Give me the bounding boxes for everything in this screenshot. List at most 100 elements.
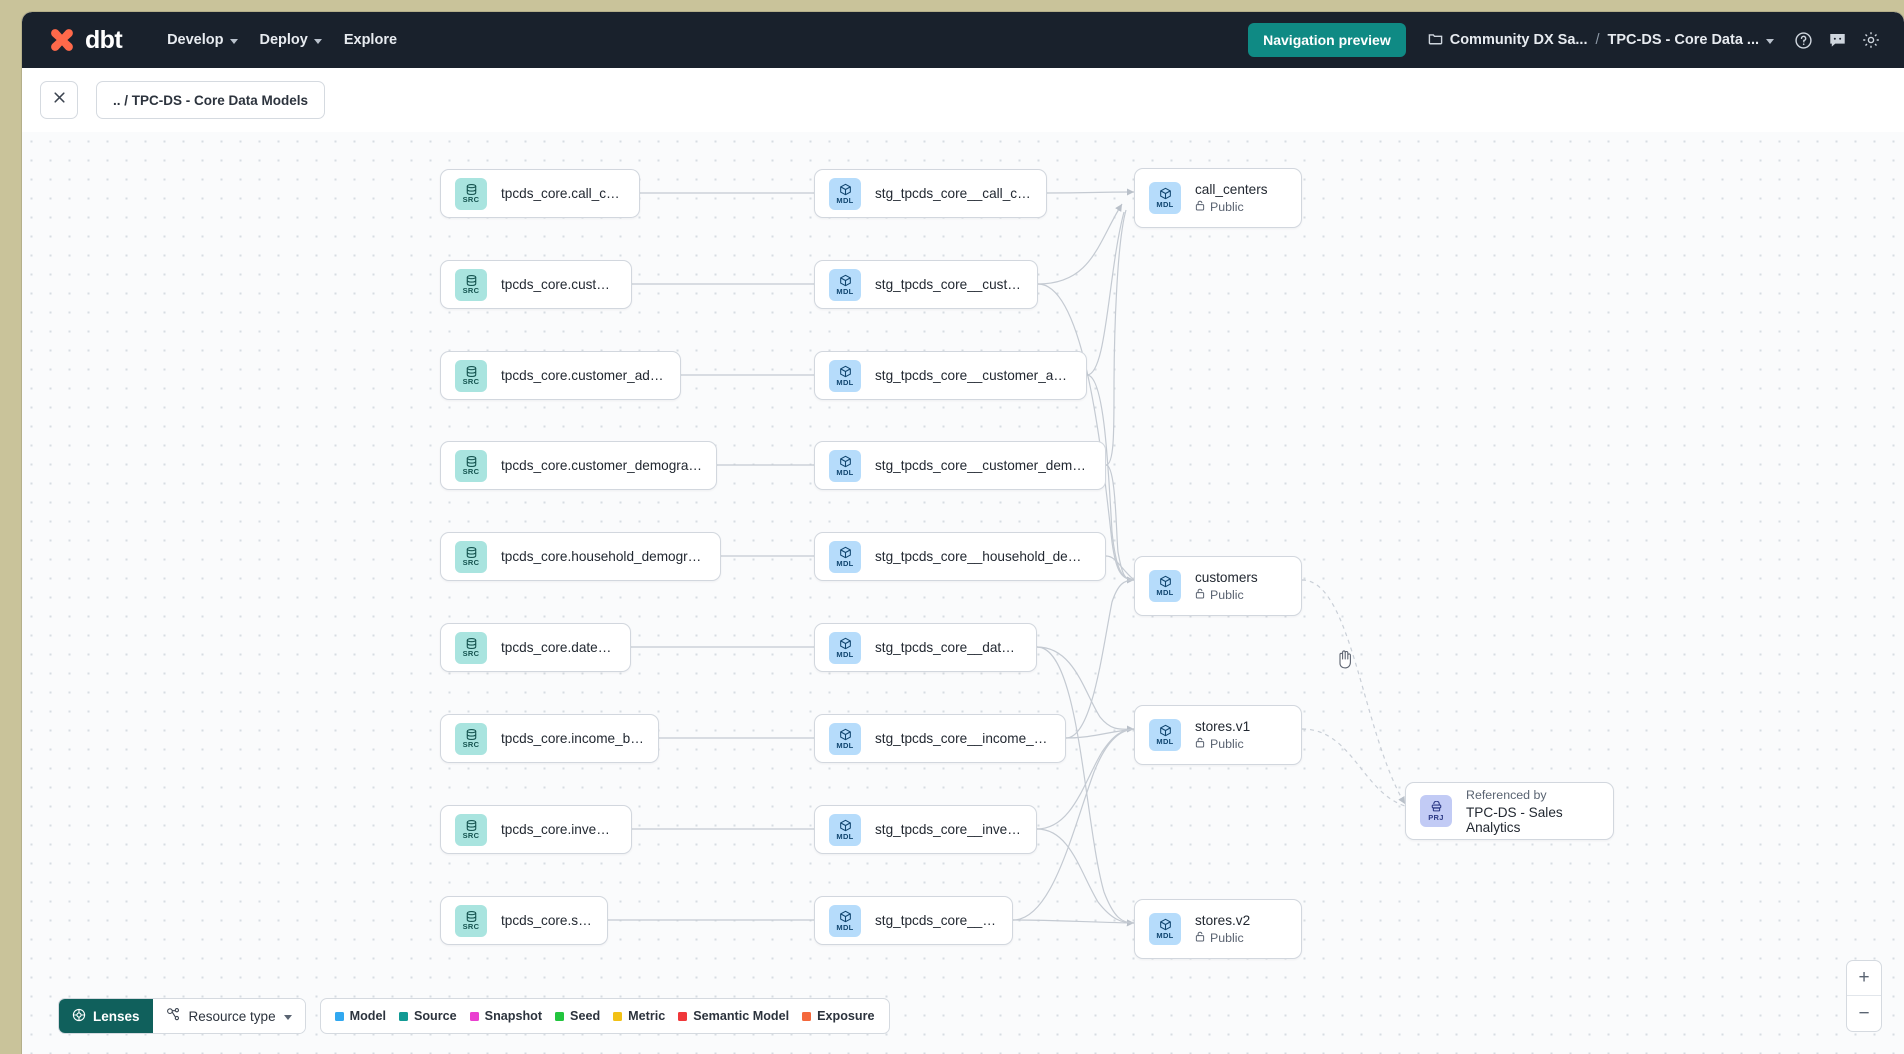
source-badge-icon: SRC: [455, 359, 487, 392]
node-body: stores.v2 Public: [1195, 913, 1250, 945]
chevron-down-icon: [1766, 38, 1774, 44]
model-badge-label: MDL: [836, 831, 854, 841]
lineage-node-source[interactable]: SRC tpcds_core.store: [440, 896, 608, 945]
node-label: stores.v2: [1195, 913, 1251, 928]
lock-icon: [1195, 588, 1205, 602]
node-label: tpcds_core.customer_address: [501, 368, 666, 383]
model-badge-icon: MDL: [1149, 719, 1181, 751]
lineage-edges: [608, 188, 1406, 927]
lineage-node-source[interactable]: SRC tpcds_core.call_center: [440, 169, 640, 218]
lineage-node-mart[interactable]: MDL stores.v2 Public: [1134, 899, 1302, 959]
lineage-node-mart[interactable]: MDL customers Public: [1134, 556, 1302, 616]
node-body: Referenced by TPC-DS - Sales Analytics: [1466, 788, 1599, 835]
zoom-in-button[interactable]: +: [1847, 961, 1881, 996]
navigation-preview-button[interactable]: Navigation preview: [1248, 23, 1406, 57]
lock-icon: [1195, 931, 1205, 945]
lock-icon: [1195, 200, 1205, 214]
model-badge-icon: MDL: [829, 177, 861, 210]
node-label: tpcds_core.household_demographics: [501, 549, 706, 564]
resource-type-label: Resource type: [188, 1008, 276, 1024]
lineage-breadcrumb-chip[interactable]: .. / TPC-DS - Core Data Models: [96, 81, 326, 119]
lineage-node-source[interactable]: SRC tpcds_core.date_dim: [440, 623, 631, 672]
legend-label: Snapshot: [484, 1009, 543, 1023]
lock-icon: [1195, 737, 1205, 751]
node-body: customers Public: [1195, 570, 1258, 602]
lineage-node-source[interactable]: SRC tpcds_core.household_demographics: [440, 532, 721, 581]
model-badge-label: MDL: [1156, 200, 1174, 210]
lineage-node-model[interactable]: MDL stg_tpcds_core__store: [814, 896, 1013, 945]
model-badge-label: MDL: [836, 649, 854, 659]
source-badge-label: SRC: [462, 376, 480, 386]
lineage-node-source[interactable]: SRC tpcds_core.income_band: [440, 714, 659, 763]
lineage-node-model[interactable]: MDL stg_tpcds_core__customer_address: [814, 351, 1087, 400]
lineage-node-model[interactable]: MDL stg_tpcds_core__date_dim: [814, 623, 1037, 672]
breadcrumb-project[interactable]: TPC-DS - Core Data ...: [1608, 32, 1774, 48]
model-badge-label: MDL: [836, 195, 854, 205]
chevron-down-icon: [229, 38, 238, 44]
lens-controls-group: Lenses Resource type: [58, 998, 306, 1034]
nav-item-explore[interactable]: Explore: [333, 25, 408, 55]
node-body: call_centers Public: [1195, 182, 1268, 214]
source-badge-label: SRC: [462, 285, 480, 295]
breadcrumb-account-label: Community DX Sa...: [1449, 32, 1588, 48]
node-label: TPC-DS - Sales Analytics: [1466, 804, 1563, 835]
source-badge-icon: SRC: [455, 449, 487, 482]
nav-item-develop-label: Develop: [167, 32, 224, 48]
node-label: stg_tpcds_core__customer_demogra…: [875, 458, 1091, 473]
lineage-node-source[interactable]: SRC tpcds_core.inventory: [440, 805, 632, 854]
nav-item-deploy[interactable]: Deploy: [249, 25, 333, 55]
node-label: stg_tpcds_core__customer: [875, 277, 1023, 292]
dbt-explore-window: dbt Develop Deploy Explore Navigation pr…: [22, 12, 1904, 1054]
lineage-node-mart[interactable]: MDL stores.v1 Public: [1134, 705, 1302, 765]
project-badge-label: PRJ: [1428, 812, 1444, 822]
lineage-node-source[interactable]: SRC tpcds_core.customer_address: [440, 351, 681, 400]
dbt-logo[interactable]: dbt: [48, 25, 123, 55]
nav-item-develop[interactable]: Develop: [156, 25, 248, 55]
node-label: tpcds_core.customer_demographics: [501, 458, 702, 473]
legend-item-exposure: Exposure: [802, 1009, 875, 1023]
source-badge-label: SRC: [462, 557, 480, 567]
lineage-node-model[interactable]: MDL stg_tpcds_core__customer_demogra…: [814, 441, 1106, 490]
lineage-node-model[interactable]: MDL stg_tpcds_core__inventory: [814, 805, 1037, 854]
dbt-brand-text: dbt: [85, 25, 123, 54]
zoom-out-button[interactable]: −: [1858, 1002, 1870, 1024]
model-badge-icon: MDL: [1149, 570, 1181, 602]
lineage-node-model[interactable]: MDL stg_tpcds_core__household_demogr…: [814, 532, 1106, 581]
node-label: tpcds_core.inventory: [501, 822, 617, 837]
lineage-node-model[interactable]: MDL stg_tpcds_core__income_band: [814, 714, 1066, 763]
lineage-node-source[interactable]: SRC tpcds_core.customer: [440, 260, 632, 309]
chevron-down-icon: [313, 38, 322, 44]
nav-item-deploy-label: Deploy: [259, 32, 308, 48]
lineage-node-source[interactable]: SRC tpcds_core.customer_demographics: [440, 441, 717, 490]
lineage-node-model[interactable]: MDL stg_tpcds_core__call_center: [814, 169, 1047, 218]
node-label: tpcds_core.call_center: [501, 186, 625, 201]
help-circle-icon[interactable]: [1788, 25, 1818, 55]
lineage-node-model[interactable]: MDL stg_tpcds_core__customer: [814, 260, 1038, 309]
breadcrumb-account[interactable]: Community DX Sa...: [1428, 31, 1588, 50]
node-label: stg_tpcds_core__customer_address: [875, 368, 1072, 383]
model-badge-icon: MDL: [829, 449, 861, 482]
settings-gear-icon[interactable]: [1856, 25, 1886, 55]
breadcrumb-project-label: TPC-DS - Core Data ...: [1607, 32, 1759, 48]
lenses-button[interactable]: Lenses: [59, 999, 153, 1033]
model-badge-label: MDL: [836, 286, 854, 296]
lineage-canvas[interactable]: SRC tpcds_core.call_center SRC tpcds_cor…: [22, 132, 1904, 1054]
lineage-node-mart[interactable]: MDL call_centers Public: [1134, 168, 1302, 228]
close-icon: [52, 90, 67, 110]
access-label: Public: [1210, 737, 1244, 751]
node-body: stores.v1 Public: [1195, 719, 1250, 751]
folder-icon: [1428, 31, 1443, 50]
source-badge-icon: SRC: [455, 904, 487, 937]
legend-swatch: [678, 1011, 688, 1021]
nav-item-explore-label: Explore: [343, 32, 398, 48]
node-label: stg_tpcds_core__household_demogr…: [875, 549, 1091, 564]
model-badge-label: MDL: [836, 467, 854, 477]
legend-label: Metric: [628, 1009, 666, 1023]
close-button[interactable]: [40, 81, 78, 119]
legend-label: Seed: [570, 1009, 601, 1023]
feedback-icon[interactable]: [1822, 25, 1852, 55]
source-badge-icon: SRC: [455, 631, 487, 664]
source-badge-label: SRC: [462, 466, 480, 476]
lineage-node-project-reference[interactable]: PRJ Referenced by TPC-DS - Sales Analyti…: [1405, 782, 1614, 840]
resource-type-dropdown[interactable]: Resource type: [152, 999, 305, 1033]
